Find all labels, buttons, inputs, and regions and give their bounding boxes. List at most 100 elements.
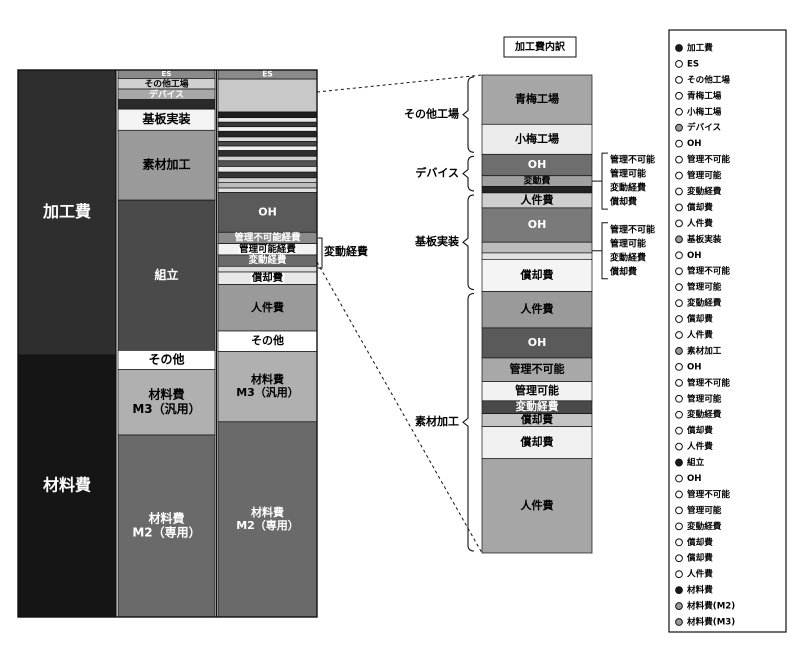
bar0-segment-0 xyxy=(17,69,117,356)
bar3-segment-6 xyxy=(481,207,593,243)
bar3-segment-17 xyxy=(481,458,593,554)
bar3-label-5: 人件費 xyxy=(521,192,554,206)
bar2-segment-10 xyxy=(217,150,318,157)
bar3-label-14: 変動経費 xyxy=(516,400,559,413)
legend-label-22: 管理可能 xyxy=(687,392,722,404)
bar3-segment-4 xyxy=(481,186,593,194)
legend-swatch-20 xyxy=(675,362,683,371)
legend-label-24: 償却費 xyxy=(686,424,713,436)
bar2-label-27: 材料費 xyxy=(251,505,284,519)
legend-label-6: OH xyxy=(687,139,702,149)
legend-swatch-10 xyxy=(675,203,683,212)
bar1-label-9: 材料費 xyxy=(147,510,184,525)
legend-label-1: ES xyxy=(687,59,699,69)
bar2-segment-18 xyxy=(217,192,318,233)
legend-label-20: OH xyxy=(687,362,702,372)
callout-item-1-2: 変動経費 xyxy=(610,251,646,263)
bar2-label-bg-23 xyxy=(250,273,285,284)
bar3-label-17: 人件費 xyxy=(521,498,554,512)
legend-swatch-35 xyxy=(675,602,683,610)
bar2-label-25: その他 xyxy=(251,333,284,347)
bar2-segment-17 xyxy=(217,187,318,193)
bar2-segment-1 xyxy=(217,78,318,113)
legend-label-8: 管理可能 xyxy=(687,169,722,181)
legend-label-32: 償却費 xyxy=(686,552,713,564)
legend-label-19: 素材加工 xyxy=(687,344,722,356)
legend-swatch-13 xyxy=(675,251,683,260)
bar3-segment-10 xyxy=(481,291,593,329)
legend-swatch-6 xyxy=(675,139,683,148)
callout-item-0-3: 償却費 xyxy=(609,196,637,208)
legend-swatch-4 xyxy=(675,107,683,116)
bar3-segment-11 xyxy=(481,327,593,359)
breakdown-title: 加工費内訳 xyxy=(514,40,566,53)
callout-item-0-0: 管理不可能 xyxy=(610,154,655,166)
legend-label-36: 材料費(M3) xyxy=(687,616,735,628)
legend-label-25: 人件費 xyxy=(687,440,713,452)
bar3-label-9: 償却費 xyxy=(520,267,554,281)
legend-label-21: 管理不可能 xyxy=(687,376,730,388)
bar2-label-23: 償却費 xyxy=(251,271,284,284)
legend-label-9: 変動経費 xyxy=(687,185,722,197)
legend-swatch-8 xyxy=(675,171,683,180)
legend-swatch-0 xyxy=(675,44,683,52)
bar3-label-13: 管理可能 xyxy=(515,383,559,397)
group-label-1: デバイス xyxy=(415,166,459,180)
bar0-label-1: 材料費 xyxy=(43,476,91,495)
bar3-segment-7 xyxy=(481,241,593,254)
legend-swatch-29 xyxy=(675,506,683,515)
bar1-label-5: 素材加工 xyxy=(142,157,190,172)
bar3-label-0: 青梅工場 xyxy=(515,92,559,106)
bar2-label-18: OH xyxy=(258,205,277,218)
legend-swatch-27 xyxy=(675,474,683,483)
group-label-0: その他工場 xyxy=(404,107,459,121)
bar3-label-10: 人件費 xyxy=(521,302,554,316)
bar2-segment-27 xyxy=(217,421,318,618)
legend-swatch-28 xyxy=(675,490,683,499)
bar3-label-15: 償却費 xyxy=(520,413,553,426)
bar3-segment-9 xyxy=(481,258,593,292)
bar3-segment-0 xyxy=(481,74,593,125)
legend-label-15: 管理可能 xyxy=(687,281,722,293)
bar2-segment-9 xyxy=(217,145,318,151)
bar2-segment-14 xyxy=(217,171,318,179)
bar2-segment-5 xyxy=(217,126,318,132)
bar3-segment-16 xyxy=(481,426,593,460)
bar2-label-24: 人件費 xyxy=(251,300,284,314)
legend-swatch-31 xyxy=(675,538,683,547)
legend-label-35: 材料費(M2) xyxy=(687,600,735,612)
group-label-3: 素材加工 xyxy=(415,414,459,428)
bar3-label-16: 償却費 xyxy=(520,435,554,449)
legend-swatch-19 xyxy=(675,347,683,355)
bar1-label-8: 材料費 xyxy=(147,387,184,402)
legend-label-4: 小梅工場 xyxy=(686,105,722,117)
bar1-label-2: デバイス xyxy=(149,88,184,100)
legend-label-0: 加工費 xyxy=(686,41,713,53)
legend-swatch-12 xyxy=(675,235,683,244)
bar3-segment-8 xyxy=(481,252,593,260)
legend-label-27: OH xyxy=(687,474,702,484)
breakdown-title-box xyxy=(503,36,577,58)
bar2-label-27: M2（専用） xyxy=(236,518,299,532)
bar3-label-3: 変動費 xyxy=(524,175,551,187)
group-brace-3 xyxy=(462,292,475,552)
legend-swatch-21 xyxy=(675,378,683,387)
legend-swatch-30 xyxy=(675,522,683,531)
bar3-label-6: OH xyxy=(528,218,547,231)
legend-label-14: 管理不可能 xyxy=(687,265,730,277)
callout-item-1-0: 管理不可能 xyxy=(610,223,655,235)
callout-item-1-1: 管理可能 xyxy=(610,237,646,249)
bar2-segment-4 xyxy=(217,121,318,128)
bar2-label-26: 材料費 xyxy=(251,372,284,386)
bar2-segment-24 xyxy=(217,284,318,332)
bar3-label-12: 管理不可能 xyxy=(510,362,565,376)
bar2-segment-22 xyxy=(217,265,318,273)
legend-label-26: 組立 xyxy=(687,456,705,468)
legend-swatch-32 xyxy=(675,554,683,563)
legend-label-34: 材料費 xyxy=(687,584,713,596)
bar2-segment-6 xyxy=(217,130,318,138)
group-label-2: 基板実装 xyxy=(414,234,459,248)
bar3-segment-1 xyxy=(481,123,593,155)
bar1-label-9: M2（専用） xyxy=(132,525,200,540)
connector-top xyxy=(316,74,483,93)
